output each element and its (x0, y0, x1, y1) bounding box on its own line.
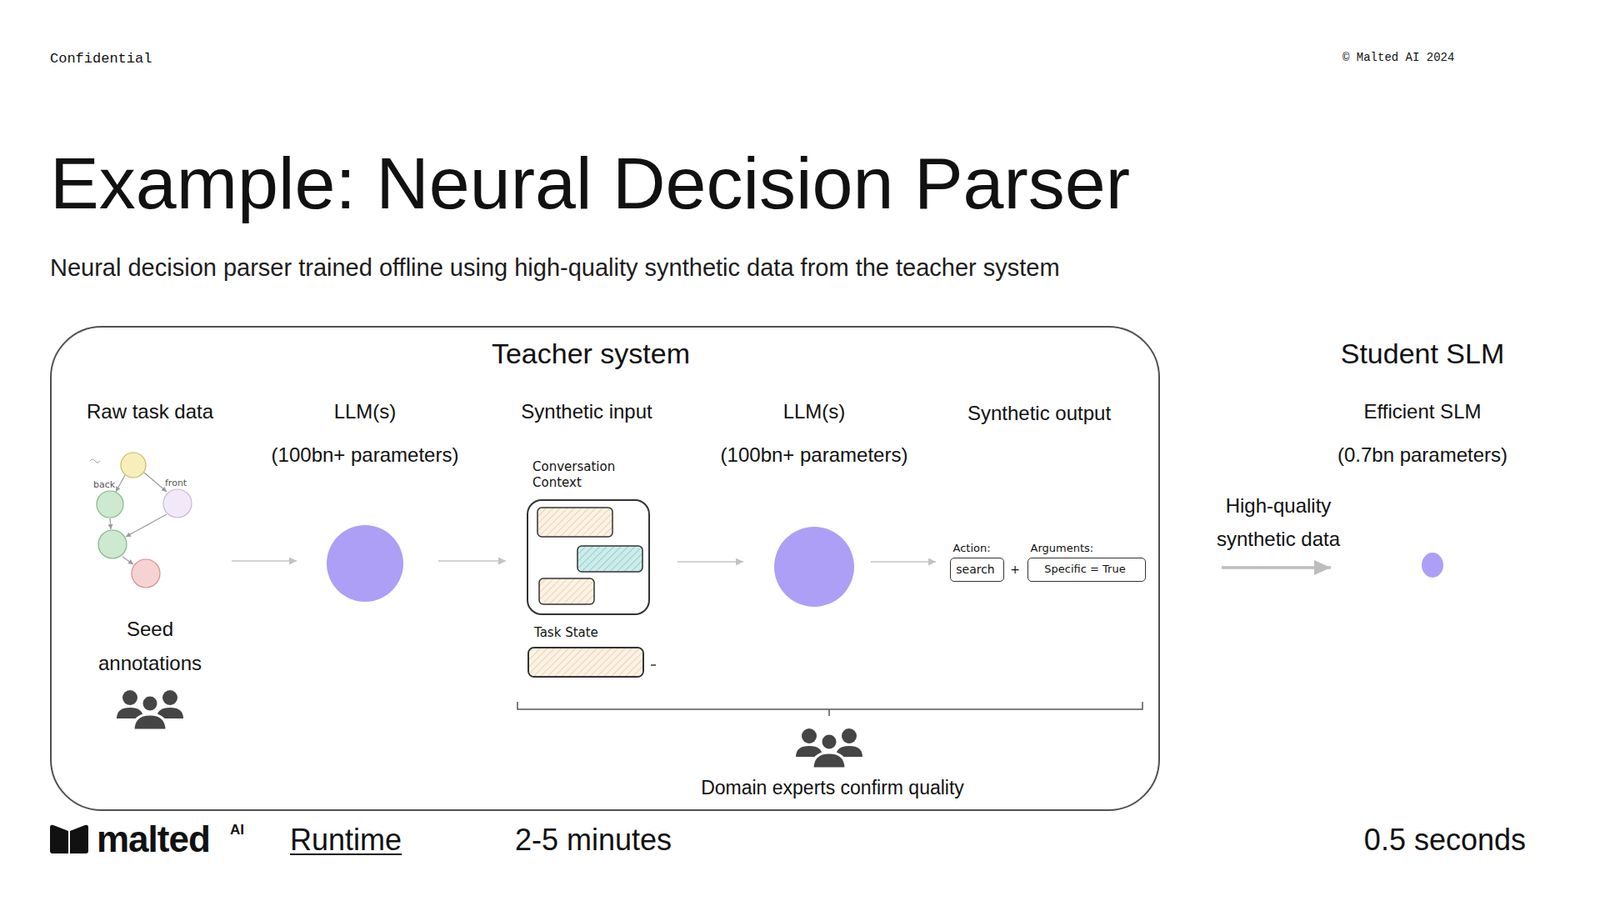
group-heading: Teacher system (465, 335, 716, 371)
logo-text: AI (230, 821, 264, 839)
graph-label: front (165, 477, 199, 490)
review-bracket (517, 701, 1143, 716)
logo-mark (50, 825, 69, 854)
logo-mark (70, 825, 89, 854)
anchor-area (526, 499, 650, 615)
plus-sign: + (1005, 562, 1025, 576)
column-heading: Raw task data (58, 399, 242, 425)
graph-node (120, 452, 146, 478)
column-heading: Synthetic output (930, 400, 1148, 426)
output-group: Action:searchArguments:Specific = TrueSy… (930, 391, 1148, 609)
graph-node (131, 559, 160, 588)
review-note: Domain experts confirm quality (665, 775, 1000, 800)
column-heading: LLM(s) (707, 399, 921, 425)
circle-shape (326, 525, 404, 602)
logo-text: malted (96, 816, 239, 862)
data-source: Raw task dataSeed annotations (75, 391, 225, 725)
column-heading: Efficient SLM (1322, 399, 1523, 425)
page-caption: Neural decision parser trained offline u… (50, 252, 1550, 283)
anchor-area (950, 557, 1146, 582)
flow-arrow (438, 560, 506, 562)
data-group: Conversation ContextTask StateSynthetic … (511, 391, 662, 692)
page-title: Example: Neural Decision Parser (50, 146, 1550, 220)
edge-label: High-quality synthetic data (1207, 489, 1350, 556)
state-fill (529, 648, 643, 676)
model-circle: LLM(s) (100bn+ parameters) (258, 391, 472, 609)
column-subheading: (100bn+ parameters) (258, 442, 472, 468)
copyright-note: © Malted AI 2024 (1342, 49, 1560, 66)
graph-arrow (110, 518, 111, 530)
flow-arrow (231, 560, 297, 562)
model-circle: LLM(s) (100bn+ parameters) (707, 391, 921, 609)
graph-arrow (144, 472, 167, 492)
graph-node (163, 489, 192, 518)
box-heading: Arguments: (1030, 541, 1123, 555)
flow-arrow (870, 560, 936, 563)
confidential-note: Confidential (50, 50, 300, 68)
column-note: Seed annotations (91, 611, 209, 680)
anchor-area (86, 449, 195, 590)
runtime-value: 2-5 minutes (515, 821, 765, 859)
model-dot (326, 525, 404, 602)
box-heading: Conversation Context (532, 459, 633, 491)
graph-arrow (122, 556, 134, 565)
box-heading: Task State (534, 625, 643, 641)
argument-box: Arguments:Specific = True (1027, 557, 1146, 582)
column-heading: LLM(s) (258, 399, 472, 425)
model-circle: Student SLMEfficient SLM(0.7bn parameter… (1322, 333, 1523, 584)
dash-mark (650, 664, 656, 666)
message-bar (539, 578, 595, 605)
data-transfer-arrow (1221, 565, 1331, 570)
message-bar (537, 507, 613, 537)
column-subheading: (100bn+ parameters) (707, 442, 921, 468)
model-dot (774, 526, 855, 607)
message-bar (577, 545, 643, 572)
column-subheading: (0.7bn parameters) (1322, 442, 1523, 468)
state-box: Task State (527, 646, 645, 678)
graph-arrow (125, 514, 167, 537)
action-box: Action:search (950, 557, 1005, 582)
runtime-value: 0.5 seconds (1275, 821, 1526, 859)
graph-node (98, 530, 127, 559)
box-value: search (950, 558, 1002, 580)
people-icon (116, 690, 184, 730)
graph-node (96, 490, 124, 518)
circle-shape (774, 526, 855, 607)
box-value: Specific = True (1027, 558, 1144, 580)
people-icon (795, 728, 863, 769)
graph-arrow (115, 475, 125, 492)
model-dot (1421, 552, 1444, 578)
context-box: Conversation Context (526, 499, 650, 615)
column-heading: Synthetic input (495, 399, 679, 425)
circle-shape (1421, 552, 1444, 578)
runtime-heading: Runtime (290, 821, 457, 859)
group-box: Raw task dataSeed annotationsLLM(s)(100b… (50, 325, 1160, 811)
column-title: Student SLM (1297, 335, 1548, 371)
graph-label: back (93, 479, 127, 491)
graph-mark (90, 459, 100, 463)
task-graph (90, 452, 192, 588)
box-heading: Action: (953, 541, 1012, 555)
flow-arrow (677, 560, 744, 563)
